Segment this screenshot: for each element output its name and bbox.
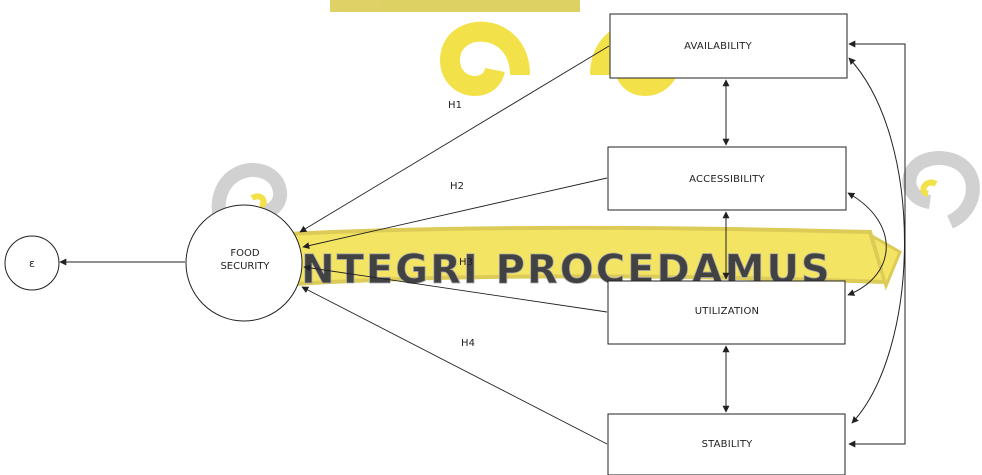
h4-arrow xyxy=(302,287,607,444)
stability-label: STABILITY xyxy=(702,439,754,450)
error-term-label: ε xyxy=(29,257,35,270)
h3-label: H3 xyxy=(459,257,473,268)
h4-label: H4 xyxy=(461,338,475,349)
utilization-label: UTILIZATION xyxy=(695,306,759,317)
food-security-label-line1: FOOD xyxy=(230,248,259,259)
crest-top-band xyxy=(330,0,580,12)
availability-label: AVAILABILITY xyxy=(684,41,752,52)
h1-label: H1 xyxy=(448,100,462,111)
crest-left-swirl xyxy=(450,32,520,86)
h2-label: H2 xyxy=(450,181,464,192)
food-security-label-line2: SECURITY xyxy=(220,261,270,272)
crest-right-scroll xyxy=(909,158,973,222)
accessibility-label: ACCESSIBILITY xyxy=(689,174,765,185)
